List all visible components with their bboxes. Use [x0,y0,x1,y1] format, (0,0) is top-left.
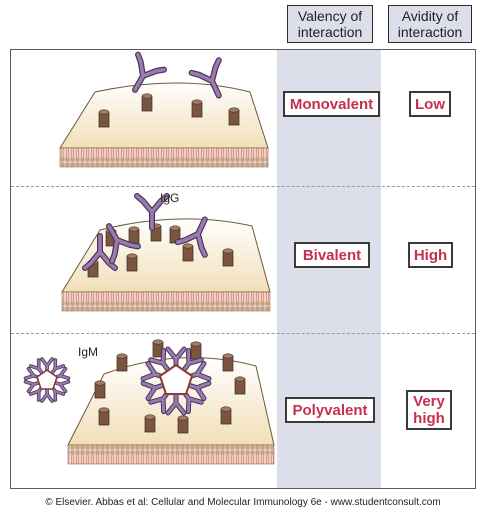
cell-surface-monovalent [59,82,269,168]
igm-free [23,357,71,403]
igm-polyvalent [143,349,209,413]
igm-label: IgM [78,345,98,359]
row-separator [11,186,475,187]
avidity-label-high: High [408,242,453,268]
row-separator [11,333,475,334]
avidity-label-very-high: Very high [406,390,452,430]
copyright-credit: © Elsevier. Abbas et al: Cellular and Mo… [45,497,441,508]
igg-label: IgG [160,191,179,205]
header-valency: Valency of interaction [287,5,373,43]
valency-label-monovalent: Monovalent [283,91,380,117]
header-avidity: Avidity of interaction [388,5,472,43]
valency-label-polyvalent: Polyvalent [285,397,375,423]
valency-label-bivalent: Bivalent [294,242,370,268]
avidity-label-low: Low [409,91,451,117]
